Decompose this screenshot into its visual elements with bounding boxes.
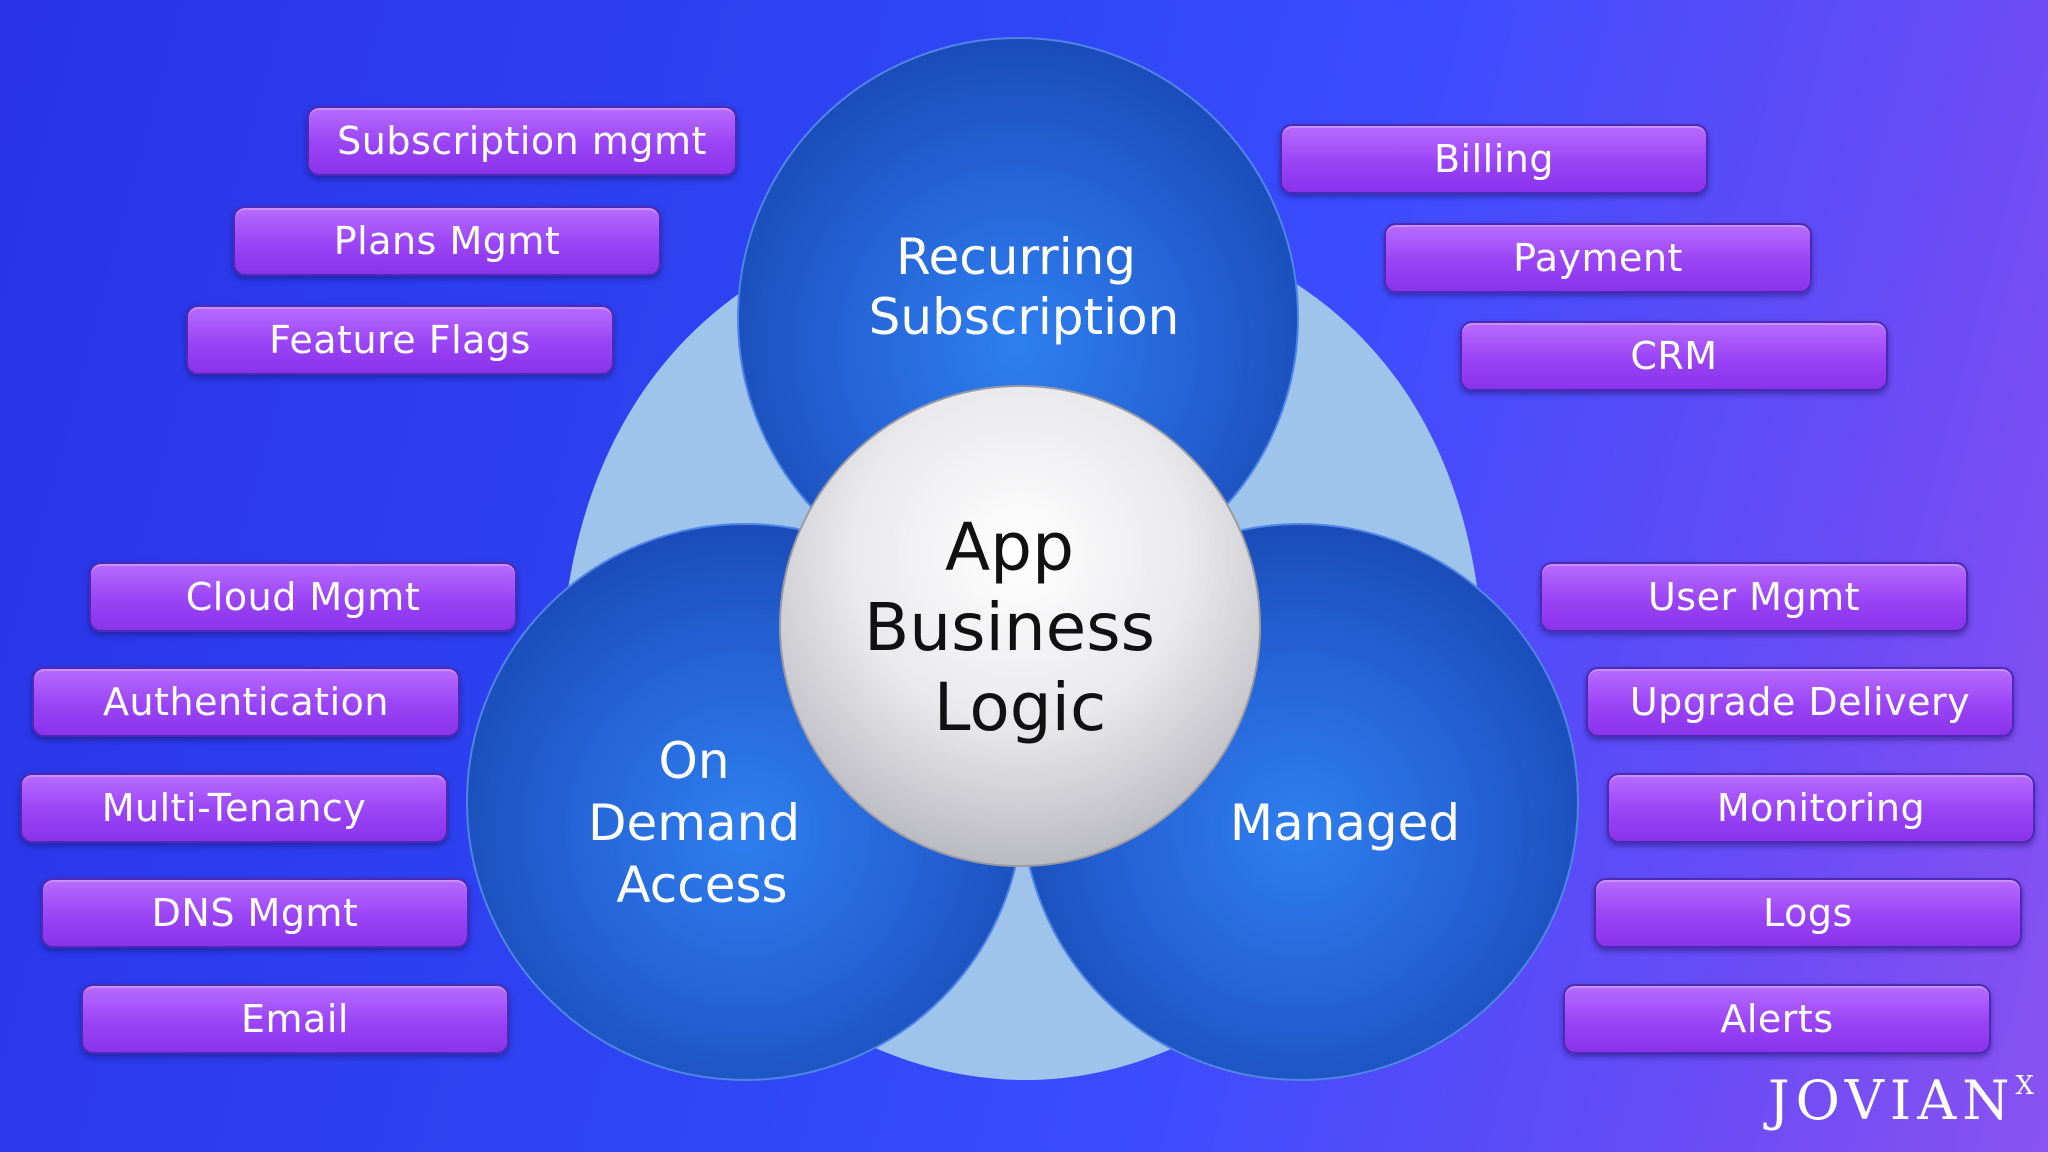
pill-user-mgmt: User Mgmt bbox=[1540, 562, 1968, 632]
pill-payment: Payment bbox=[1384, 223, 1812, 293]
pill-multi-tenancy: Multi-Tenancy bbox=[20, 773, 448, 843]
pill-authentication: Authentication bbox=[32, 667, 460, 737]
pill-subscription-mgmt: Subscription mgmt bbox=[307, 106, 737, 176]
brand-name: JOVIAN bbox=[1767, 1069, 2016, 1132]
pill-email: Email bbox=[81, 984, 509, 1054]
center-label: App Business Logic bbox=[864, 509, 1176, 746]
center-circle bbox=[779, 385, 1261, 867]
label-on-demand-access: On Demand Access bbox=[588, 732, 816, 914]
jovianx-logo: JOVIANX bbox=[1768, 1069, 2034, 1132]
pill-logs: Logs bbox=[1594, 878, 2022, 948]
brand-mark: X bbox=[2015, 1071, 2034, 1101]
pill-plans-mgmt: Plans Mgmt bbox=[233, 206, 661, 276]
pill-billing: Billing bbox=[1280, 124, 1708, 194]
pill-alerts: Alerts bbox=[1563, 984, 1991, 1054]
pill-cloud-mgmt: Cloud Mgmt bbox=[89, 562, 517, 632]
pill-dns-mgmt: DNS Mgmt bbox=[41, 878, 469, 948]
pill-upgrade-delivery: Upgrade Delivery bbox=[1586, 667, 2014, 737]
label-managed: Managed bbox=[1230, 794, 1460, 852]
label-recurring-subscription: Recurring Subscription bbox=[869, 228, 1180, 346]
pill-feature-flags: Feature Flags bbox=[186, 305, 614, 375]
pill-crm: CRM bbox=[1460, 321, 1888, 391]
pill-monitoring: Monitoring bbox=[1607, 773, 2035, 843]
